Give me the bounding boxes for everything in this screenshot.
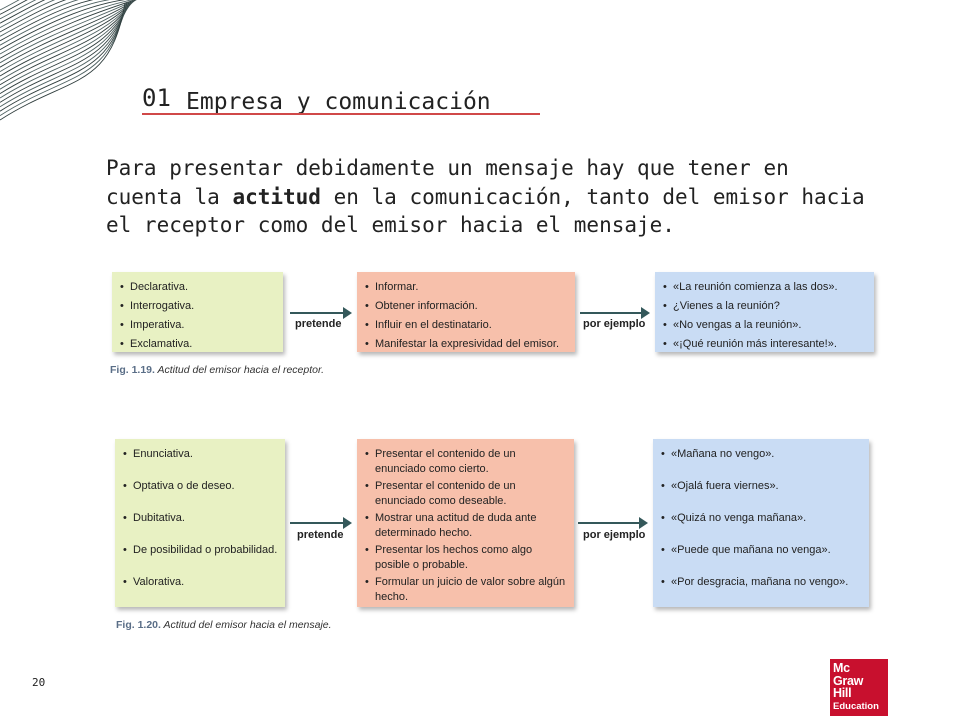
wave-line (0, 0, 28, 15)
fig2-purposes-list: Presentar el contenido de un enunciado c… (365, 447, 568, 605)
mcgraw-hill-logo: Mc Graw Hill Education (830, 659, 888, 716)
fig1-arrow-ejemplo (580, 307, 650, 319)
list-item: Obtener información. (365, 299, 569, 314)
wave-line (0, 0, 94, 42)
fig1-purposes-list: Informar. Obtener información. Influir en … (365, 280, 569, 352)
fig2-caption-text: Actitud del emisor hacia el mensaje. (163, 619, 332, 631)
fig2-caption: Fig. 1.20. Actitud del emisor hacia el m… (116, 619, 332, 631)
wave-line (0, 0, 126, 50)
logo-line-graw: Graw (833, 673, 864, 688)
fig1-label-ejemplo: por ejemplo (583, 318, 646, 330)
list-item: «Por desgracia, mañana no vengo». (661, 575, 863, 590)
list-item: Presentar los hechos como algo posible o… (365, 543, 568, 573)
fig2-modalities-box: Enunciativa. Optativa o de deseo. Dubitati… (115, 439, 285, 607)
wave-line (0, 0, 67, 33)
list-item: Exclamativa. (120, 337, 277, 352)
fig2-purposes-box: Presentar el contenido de un enunciado c… (357, 439, 574, 607)
list-item: Enunciativa. (123, 447, 279, 462)
intro-bold-term: actitud (232, 184, 321, 209)
fig1-caption: Fig. 1.19. Actitud del emisor hacia el r… (110, 364, 324, 376)
chapter-title: Empresa y comunicación (186, 89, 491, 115)
list-item: Optativa o de deseo. (123, 479, 279, 494)
chapter-underline (142, 113, 540, 115)
wave-line (0, 0, 56, 28)
wave-line (0, 0, 132, 94)
fig2-label-pretende: pretende (297, 529, 344, 541)
fig1-caption-number: Fig. 1.19. (110, 364, 155, 376)
list-item: «Quizá no venga mañana». (661, 511, 863, 526)
wave-line (0, 0, 135, 81)
wave-line (0, 1, 130, 103)
fig2-caption-number: Fig. 1.20. (116, 619, 161, 631)
list-item: Dubitativa. (123, 511, 279, 526)
list-item: Influir en el destinatario. (365, 318, 569, 333)
page-number: 20 (32, 676, 46, 689)
list-item: Manifestar la expresividad del emisor. (365, 337, 569, 352)
fig2-examples-box: «Mañana no vengo». «Ojalá fuera viernes».… (653, 439, 869, 607)
list-item: Declarativa. (120, 280, 277, 295)
wave-line (0, 0, 136, 77)
fig1-modalities-list: Declarativa. Interrogativa. Imperativa. Exc… (120, 280, 277, 352)
wave-line (0, 0, 79, 37)
list-item: Presentar el contenido de un enunciado c… (365, 447, 568, 477)
logo-line-mc: Mc (833, 661, 850, 675)
wave-line (0, 0, 133, 90)
list-item: «Ojalá fuera viernes». (661, 479, 863, 494)
logo-line-education: Education (833, 700, 879, 712)
fig1-purposes-box: Informar. Obtener información. Influir en … (357, 272, 575, 352)
intro-text-end: en la comunicación, tanto del emisor hac… (106, 184, 865, 238)
list-item: «No vengas a la reunión». (663, 318, 868, 333)
wave-line (0, 0, 110, 46)
wave-line (0, 1, 131, 99)
fig2-arrow-pretende (290, 517, 352, 529)
wave-line (0, 0, 134, 86)
wave-line (0, 2, 127, 116)
wave-line (0, 0, 37, 20)
fig1-examples-list: «La reunión comienza a las dos». ¿Vienes … (663, 280, 868, 352)
list-item: «Puede que mañana no venga». (661, 543, 863, 558)
fig1-caption-text: Actitud del emisor hacia el receptor. (157, 364, 324, 376)
list-item: ¿Vienes a la reunión? (663, 299, 868, 314)
logo-line-hill: Hill (833, 686, 852, 700)
fig2-label-ejemplo: por ejemplo (583, 529, 646, 541)
fig1-examples-box: «La reunión comienza a las dos». ¿Vienes … (655, 272, 874, 352)
intro-text-start: Para presentar debidamente un mensaje ha… (106, 156, 789, 209)
wave-line (0, 0, 46, 24)
fig1-arrow-pretende (290, 307, 352, 319)
fig1-modalities-box: Declarativa. Interrogativa. Imperativa. Exc… (112, 272, 283, 352)
fig2-examples-list: «Mañana no vengo». «Ojalá fuera viernes».… (661, 447, 863, 590)
list-item: Mostrar una actitud de duda ante determi… (365, 511, 568, 541)
list-item: Interrogativa. (120, 299, 277, 314)
decorative-wave-lines (0, 0, 137, 121)
list-item: Formular un juicio de valor sobre algún … (365, 575, 568, 605)
fig2-modalities-list: Enunciativa. Optativa o de deseo. Dubitati… (123, 447, 279, 590)
list-item: «La reunión comienza a las dos». (663, 280, 868, 295)
chapter-number: 01 (142, 84, 171, 112)
list-item: Imperativa. (120, 318, 277, 333)
list-item: «Mañana no vengo». (661, 447, 863, 462)
list-item: De posibilidad o probabilidad. (123, 543, 279, 558)
fig2-arrow-ejemplo (578, 517, 648, 529)
wave-line (0, 0, 20, 11)
list-item: Informar. (365, 280, 569, 295)
intro-paragraph: Para presentar debidamente un mensaje ha… (106, 154, 866, 254)
chapter-header: 01 Empresa y comunicación (142, 84, 542, 116)
list-item: «¡Qué reunión más interesante!». (663, 337, 868, 352)
list-item: Presentar el contenido de un enunciado c… (365, 479, 568, 509)
wave-line (0, 0, 134, 55)
fig1-label-pretende: pretende (295, 318, 342, 330)
wave-line (0, 2, 126, 121)
list-item: Valorativa. (123, 575, 279, 590)
